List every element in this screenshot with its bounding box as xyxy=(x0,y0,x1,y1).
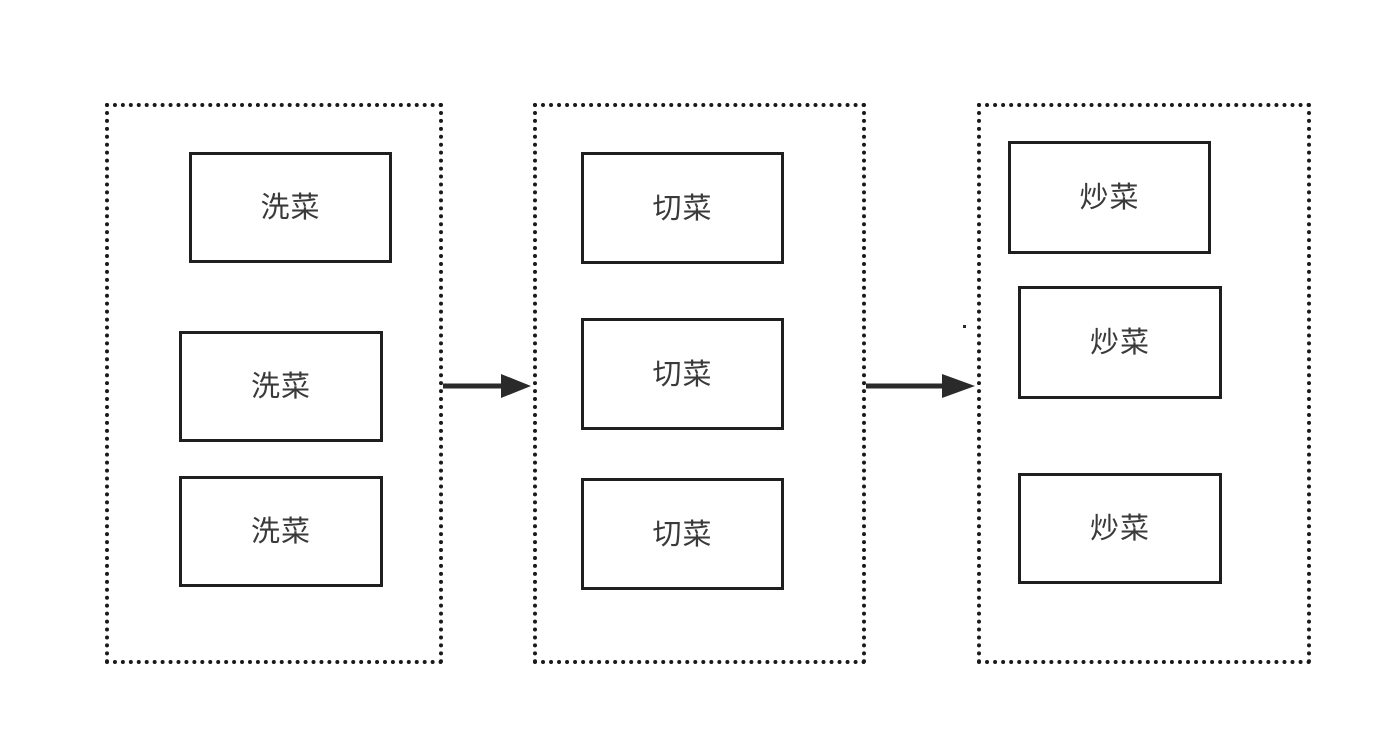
stage-container-wash xyxy=(105,103,443,664)
task-label: 切菜 xyxy=(652,190,713,225)
arrow-right-icon-1 xyxy=(443,374,531,398)
task-label: 炒菜 xyxy=(1079,180,1140,214)
arrow-right-icon-2 xyxy=(866,374,975,398)
stage-container-stirfry xyxy=(977,103,1311,664)
task-label: 炒菜 xyxy=(1089,511,1150,545)
task-box-stirfry-1[interactable]: 炒菜 xyxy=(1008,141,1211,254)
task-label: 切菜 xyxy=(652,356,713,391)
task-box-stirfry-3[interactable]: 炒菜 xyxy=(1018,473,1222,584)
stage-container-cut xyxy=(533,103,866,664)
task-label: 洗菜 xyxy=(260,190,321,224)
task-box-wash-1[interactable]: 洗菜 xyxy=(189,152,392,263)
task-label: 洗菜 xyxy=(250,369,311,403)
task-label: 洗菜 xyxy=(250,514,311,548)
task-box-cut-1[interactable]: 切菜 xyxy=(581,152,784,264)
task-label: 炒菜 xyxy=(1089,325,1150,359)
task-box-wash-2[interactable]: 洗菜 xyxy=(179,331,383,442)
task-box-cut-2[interactable]: 切菜 xyxy=(581,318,784,430)
task-label: 切菜 xyxy=(652,516,713,551)
task-box-wash-3[interactable]: 洗菜 xyxy=(179,476,383,587)
task-box-stirfry-2[interactable]: 炒菜 xyxy=(1018,286,1222,399)
stray-dot-artifact xyxy=(963,325,966,328)
task-box-cut-3[interactable]: 切菜 xyxy=(581,478,784,590)
